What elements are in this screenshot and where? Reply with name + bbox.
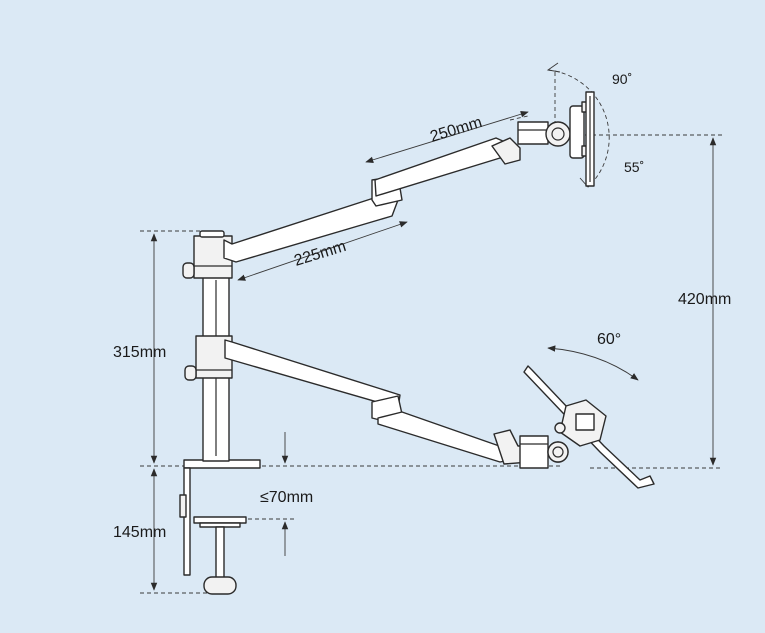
dimension-pole-height <box>140 230 222 467</box>
upper-arm-upper-segment <box>374 121 549 197</box>
laptop-tray <box>523 365 655 489</box>
dimension-desk-thickness <box>248 432 295 556</box>
label-max-height: 420mm <box>678 291 731 308</box>
dimension-clamp-height <box>140 468 215 594</box>
pole <box>182 230 233 462</box>
label-clamp-height: 145mm <box>113 524 166 541</box>
dimension-upper-arm <box>365 111 529 163</box>
dimension-max-height <box>585 134 722 469</box>
label-pole-height: 315mm <box>113 344 166 361</box>
label-tilt-down: 55˚ <box>624 159 644 175</box>
dimension-lower-upper-arm <box>237 221 408 281</box>
tilt-arc-laptop <box>547 345 639 381</box>
desk-clamp <box>179 459 261 595</box>
label-upper-arm-length: 250mm <box>428 114 484 146</box>
label-tilt-up: 90˚ <box>612 71 632 87</box>
monitor-vesa-head <box>545 91 595 187</box>
lower-arm <box>224 339 569 469</box>
label-desk-thickness: ≤70mm <box>260 489 313 506</box>
label-laptop-tilt: 60° <box>597 331 621 348</box>
